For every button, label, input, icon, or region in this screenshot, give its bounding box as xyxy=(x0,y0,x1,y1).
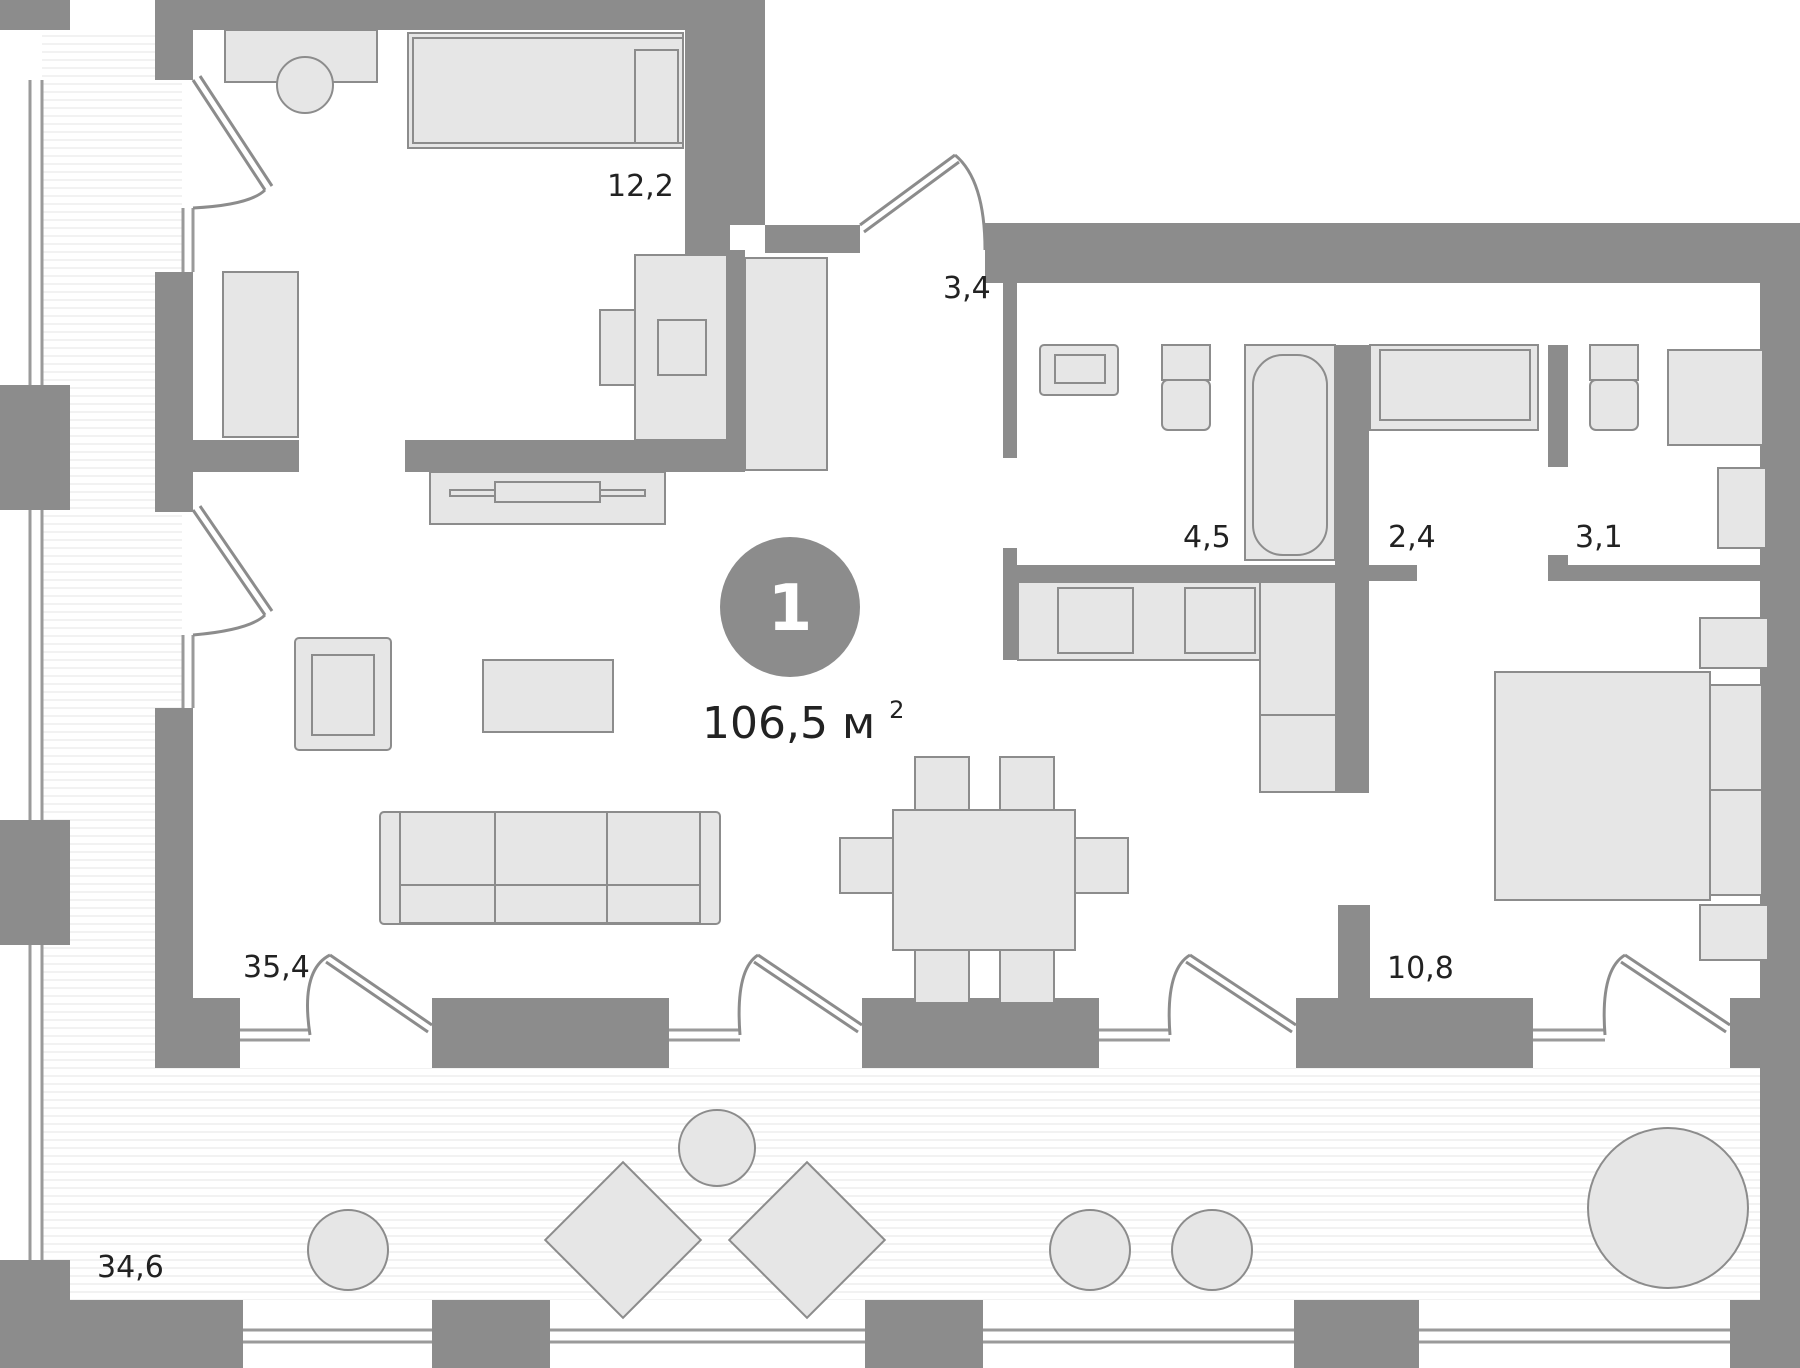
furniture xyxy=(222,29,1769,1320)
area-label-hall: 3,4 xyxy=(943,271,991,306)
room-count-badge xyxy=(720,537,860,677)
total-area: 106,5 м 2 xyxy=(702,696,904,749)
area-label-study: 12,2 xyxy=(607,169,674,204)
area-label-living-room: 35,4 xyxy=(243,950,310,985)
area-label-bathroom: 4,5 xyxy=(1183,520,1231,555)
doors xyxy=(191,75,1731,1036)
area-label-bedroom: 10,8 xyxy=(1387,951,1454,986)
total-area-unit: м xyxy=(842,698,875,749)
area-label-closet: 2,4 xyxy=(1388,520,1436,555)
area-label-shower-room: 3,1 xyxy=(1575,520,1623,555)
area-label-terrace: 34,6 xyxy=(97,1250,164,1285)
windows xyxy=(28,80,1730,1344)
room-area-labels: 12,2 3,4 4,5 2,4 3,1 35,4 10,8 34,6 xyxy=(97,169,1623,1285)
total-area-value: 106,5 xyxy=(702,698,828,749)
room-count: 1 xyxy=(768,572,813,646)
total-area-exponent: 2 xyxy=(889,696,904,724)
